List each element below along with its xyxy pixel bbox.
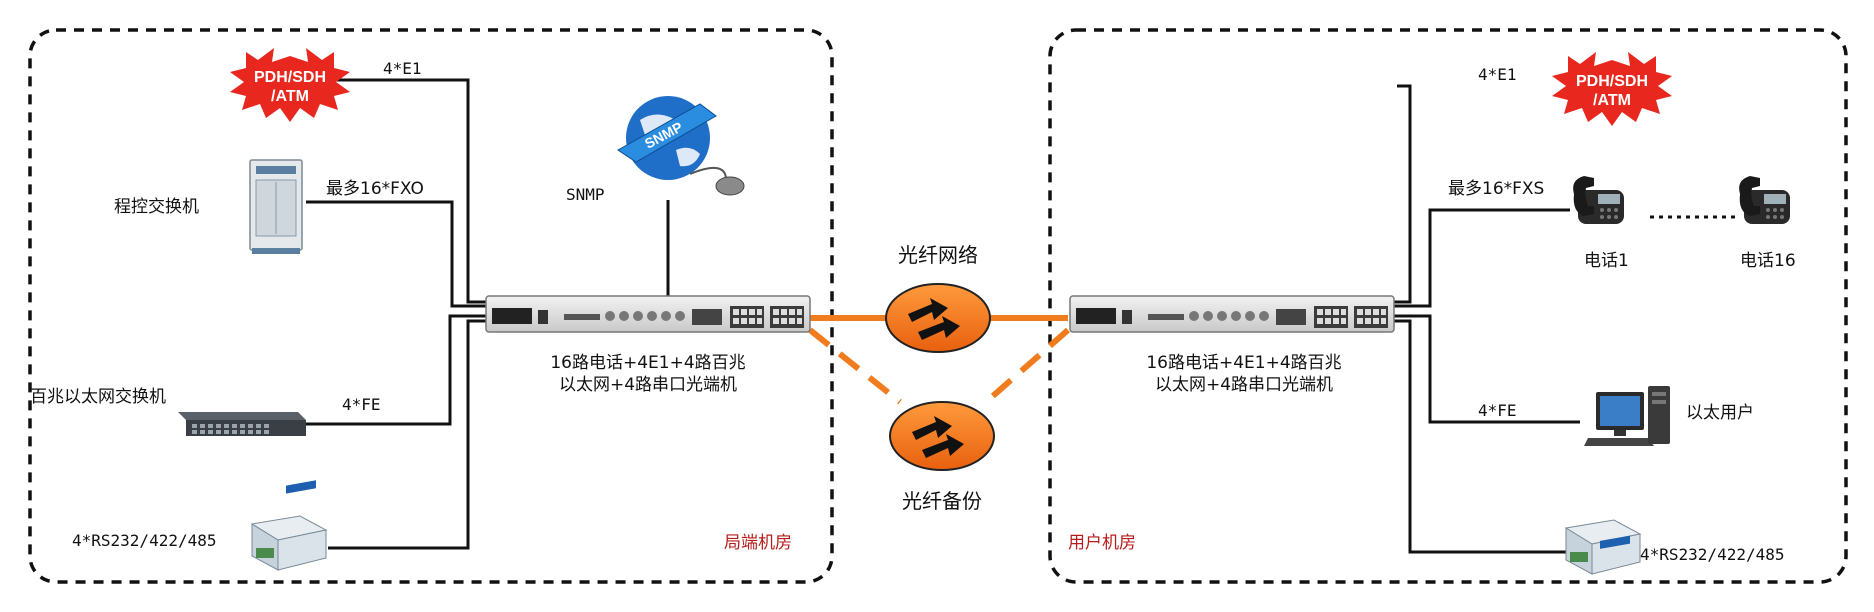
right-device-label-line1: 16路电话+4E1+4路百兆 bbox=[1146, 353, 1341, 373]
right-serial-link-label: 4*RS232/422/485 bbox=[1640, 545, 1785, 564]
left-fiber-optic-device bbox=[485, 295, 811, 333]
fiber-backup-label: 光纤备份 bbox=[902, 489, 982, 513]
pdh-burst: PDH/SDH /ATM bbox=[1552, 52, 1672, 126]
svg-text:/ATM: /ATM bbox=[271, 88, 309, 105]
left-device-label-line1: 16路电话+4E1+4路百兆 bbox=[550, 353, 745, 373]
serial-converter bbox=[250, 480, 328, 571]
phone1-label: 电话1 bbox=[1584, 251, 1629, 271]
mouse-icon bbox=[715, 176, 745, 196]
snmp-label: SNMP bbox=[566, 185, 605, 204]
left-room-label: 局端机房 bbox=[724, 533, 792, 553]
right-fe-link-label: 4*FE bbox=[1478, 401, 1517, 420]
right-connection-lines bbox=[1393, 84, 1735, 554]
serial-converter bbox=[1564, 519, 1642, 575]
fiber-links bbox=[808, 315, 1070, 405]
right-room-label: 用户机房 bbox=[1068, 533, 1136, 553]
left-device-label-line2: 以太网+4路串口光端机 bbox=[559, 375, 737, 395]
right-e1-link-label: 4*E1 bbox=[1478, 65, 1517, 84]
right-device-label-line2: 以太网+4路串口光端机 bbox=[1155, 375, 1333, 395]
left-serial-link-label: 4*RS232/422/485 bbox=[72, 531, 217, 550]
pbx-label: 程控交换机 bbox=[114, 197, 199, 217]
fxo-link-label: 最多16*FXO bbox=[326, 179, 424, 199]
svg-text:PDH/SDH: PDH/SDH bbox=[254, 69, 326, 86]
phone16-label: 电话16 bbox=[1740, 251, 1796, 271]
telephone-icon bbox=[1739, 176, 1790, 224]
pdh-burst: PDH/SDH /ATM bbox=[230, 48, 350, 122]
pbx-cabinet bbox=[249, 159, 303, 254]
router-arrows-icon bbox=[885, 283, 991, 353]
telephone-icon bbox=[1573, 176, 1624, 224]
right-fiber-optic-device bbox=[1069, 295, 1395, 333]
left-fe-link-label: 4*FE bbox=[342, 395, 381, 414]
ethernet-switch bbox=[178, 412, 306, 436]
snmp-globe-icon: SNMP bbox=[617, 96, 717, 180]
svg-text:/ATM: /ATM bbox=[1593, 92, 1631, 109]
fiber-network-label: 光纤网络 bbox=[898, 243, 978, 267]
right-room-border bbox=[1048, 28, 1848, 584]
left-connection-lines bbox=[306, 78, 670, 550]
router-arrows-icon bbox=[889, 401, 995, 471]
ethernet-user-label: 以太用户 bbox=[1686, 403, 1754, 423]
fxs-link-label: 最多16*FXS bbox=[1448, 179, 1544, 199]
svg-text:PDH/SDH: PDH/SDH bbox=[1576, 73, 1648, 90]
desktop-computer-icon bbox=[1584, 386, 1670, 446]
switch-label: 百兆以太网交换机 bbox=[30, 387, 166, 407]
left-e1-link-label: 4*E1 bbox=[383, 59, 422, 78]
